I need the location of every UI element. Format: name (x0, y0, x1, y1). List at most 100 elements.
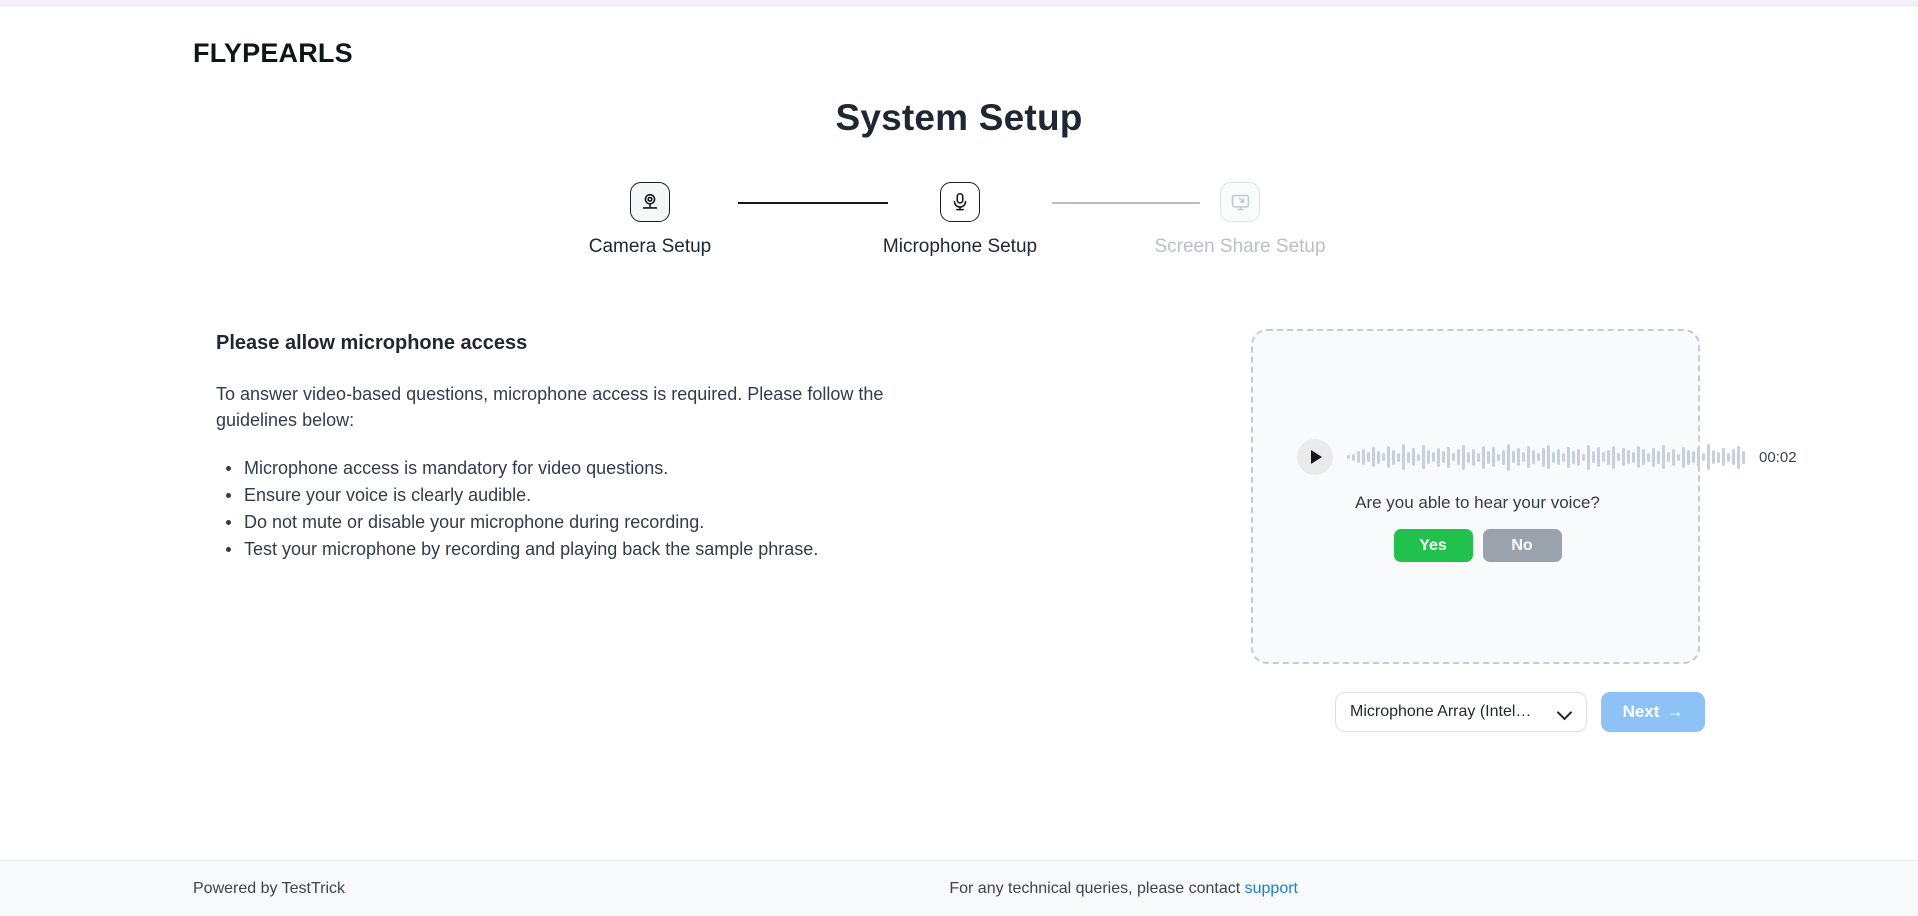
waveform-bar (1387, 446, 1390, 468)
setup-stepper: Camera Setup Microphone Setup (540, 182, 1380, 272)
stepper-step-camera[interactable]: Camera Setup (540, 182, 760, 258)
instructions-heading: Please allow microphone access (216, 332, 528, 354)
waveform-bar (1637, 446, 1640, 468)
waveform-bar (1632, 451, 1635, 463)
waveform-bar (1422, 445, 1425, 469)
waveform-bar (1562, 452, 1565, 462)
waveform-bar (1677, 453, 1680, 461)
no-button[interactable]: No (1482, 529, 1562, 562)
waveform-bar (1552, 451, 1555, 463)
answer-buttons: Yes No (1253, 529, 1702, 562)
list-item: Do not mute or disable your microphone d… (226, 509, 936, 536)
stepper-connector-1 (738, 202, 888, 204)
support-link[interactable]: support (1244, 880, 1298, 897)
waveform-bar (1527, 446, 1530, 468)
waveform-bar (1487, 450, 1490, 464)
microphone-select[interactable]: Microphone Array (Intel… (1335, 692, 1587, 732)
waveform-bar (1567, 446, 1570, 468)
play-icon[interactable] (1297, 439, 1333, 475)
audio-timecode: 00:02 (1759, 448, 1797, 466)
support-contact-prefix: For any technical queries, please contac… (949, 880, 1245, 897)
next-button-label: Next (1622, 702, 1660, 721)
waveform-bar (1372, 447, 1375, 467)
waveform-bar (1462, 444, 1465, 470)
waveform-bar (1362, 449, 1365, 465)
waveform-bar (1407, 451, 1410, 463)
waveform-bar (1647, 452, 1650, 462)
waveform-bar (1507, 443, 1510, 471)
play-triangle (1311, 450, 1322, 464)
waveform-bar (1627, 450, 1630, 464)
hear-voice-question: Are you able to hear your voice? (1355, 493, 1600, 512)
waveform-bar (1587, 444, 1590, 470)
waveform-bar (1532, 450, 1535, 464)
waveform-bar (1537, 453, 1540, 461)
list-item: Test your microphone by recording and pl… (226, 536, 936, 563)
screen-share-icon (1220, 182, 1260, 222)
waveform-bar (1417, 453, 1420, 461)
support-contact: For any technical queries, please contac… (949, 880, 1298, 898)
setup-page: FLYPEARLS System Setup Camera Setup (0, 7, 1918, 860)
audio-player: 00:02 (1297, 439, 1797, 475)
waveform-bar (1367, 452, 1370, 462)
page-footer: Powered by TestTrick For any technical q… (0, 860, 1918, 916)
stepper-label-microphone: Microphone Setup (882, 236, 1038, 257)
waveform-bar (1712, 450, 1715, 464)
instructions-list: Microphone access is mandatory for video… (216, 455, 936, 563)
instructions-paragraph: To answer video-based questions, microph… (216, 384, 884, 430)
waveform-bar (1727, 452, 1730, 462)
waveform-bar (1642, 449, 1645, 465)
waveform-bar (1437, 447, 1440, 467)
waveform-bar (1717, 451, 1720, 463)
waveform-bar (1472, 448, 1475, 466)
stepper-label-screen-share: Screen Share Setup (1154, 236, 1326, 257)
waveform-bar (1622, 448, 1625, 466)
waveform-bar (1492, 447, 1495, 467)
waveform-bar (1662, 445, 1665, 469)
stepper-step-screen-share[interactable]: Screen Share Setup (1130, 182, 1350, 258)
waveform-bar (1652, 447, 1655, 467)
waveform-bar (1402, 444, 1405, 470)
waveform-bar (1412, 448, 1415, 466)
waveform-bar (1607, 449, 1610, 465)
waveform-bar (1722, 448, 1725, 466)
waveform-bar (1397, 452, 1400, 462)
waveform-bar (1352, 453, 1355, 461)
waveform-bar (1432, 452, 1435, 462)
waveform-bar (1592, 451, 1595, 463)
stepper-step-microphone[interactable]: Microphone Setup (850, 182, 1070, 258)
waveform-bar (1357, 451, 1360, 463)
waveform-bar (1667, 452, 1670, 462)
waveform-bar (1707, 444, 1710, 470)
waveform-bar (1522, 452, 1525, 462)
microphone-select-value: Microphone Array (Intel… (1350, 703, 1532, 720)
list-item: Ensure your voice is clearly audible. (226, 482, 936, 509)
audio-waveform[interactable] (1347, 441, 1745, 473)
waveform-bar (1347, 455, 1350, 459)
waveform-bar (1682, 446, 1685, 468)
list-item: Microphone access is mandatory for video… (226, 455, 936, 482)
chevron-down-icon (1558, 705, 1572, 719)
waveform-bar (1572, 450, 1575, 464)
waveform-bar (1517, 448, 1520, 466)
next-button[interactable]: Next → (1601, 692, 1705, 732)
waveform-bar (1697, 447, 1700, 467)
waveform-bar (1442, 451, 1445, 463)
waveform-bar (1557, 449, 1560, 465)
waveform-bar (1657, 450, 1660, 464)
yes-button[interactable]: Yes (1393, 529, 1473, 562)
camera-icon (630, 182, 670, 222)
waveform-bar (1382, 453, 1385, 461)
waveform-bar (1452, 453, 1455, 461)
waveform-bar (1477, 452, 1480, 462)
setup-controls: Microphone Array (Intel… Next → (1335, 692, 1705, 732)
waveform-bar (1447, 446, 1450, 468)
waveform-bar (1467, 451, 1470, 463)
microphone-icon (940, 182, 980, 222)
waveform-bar (1497, 453, 1500, 461)
arrow-right-icon: → (1666, 702, 1684, 721)
waveform-bar (1617, 453, 1620, 461)
stepper-connector-2 (1052, 202, 1200, 204)
waveform-bar (1512, 451, 1515, 463)
waveform-bar (1457, 449, 1460, 465)
